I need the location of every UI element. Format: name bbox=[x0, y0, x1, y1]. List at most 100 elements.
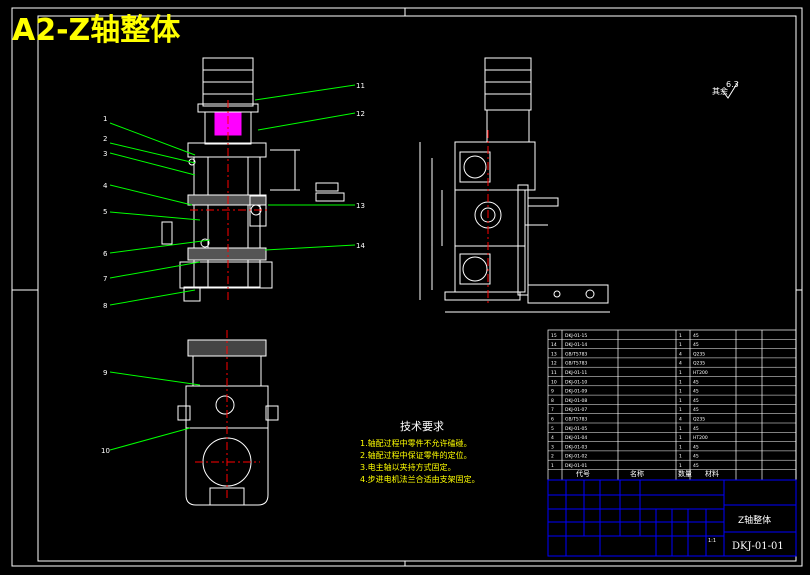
balloon-11: 11 bbox=[356, 82, 365, 90]
bom-cell: 4 bbox=[551, 435, 554, 441]
bom-cell: 1 bbox=[679, 444, 682, 450]
bom-header-material: 材料 bbox=[705, 469, 719, 478]
bom-header: 代号 名称 数量 材料 bbox=[576, 469, 719, 478]
bom-cell: HT200 bbox=[693, 370, 708, 376]
bom-cell: 1 bbox=[679, 435, 682, 441]
roughness-symbol: 其余 6.3 bbox=[712, 80, 739, 99]
balloon-14: 14 bbox=[356, 242, 365, 250]
bom-cell: 6 bbox=[551, 417, 554, 423]
bom-cell: DKJ-01-10 bbox=[565, 379, 587, 385]
bom-cell: 1 bbox=[679, 379, 682, 385]
bom-header-qty: 数量 bbox=[678, 469, 692, 478]
bom-header-code: 代号 bbox=[576, 469, 590, 478]
bom-cell: Q235 bbox=[693, 361, 705, 367]
bom-cell: DKJ-01-02 bbox=[565, 454, 587, 460]
bom-cell: DKJ-01-01 bbox=[565, 463, 587, 469]
bom-cell: 9 bbox=[551, 389, 554, 395]
bom-cell: 45 bbox=[693, 379, 699, 385]
bom-cell: DKJ-01-11 bbox=[565, 370, 587, 376]
titleblock-scale: 1:1 bbox=[708, 538, 716, 544]
bom-cell: DKJ-01-04 bbox=[565, 435, 587, 441]
bom-cell: 1 bbox=[679, 426, 682, 432]
front-section-view bbox=[161, 57, 273, 302]
bom-cell: 14 bbox=[551, 342, 557, 348]
bom-cell: DKJ-01-15 bbox=[565, 333, 587, 339]
bom-cell: 1 bbox=[679, 389, 682, 395]
tech-req-heading: 技术要求 bbox=[400, 420, 444, 433]
balloon-12: 12 bbox=[356, 110, 365, 118]
bom-cell: DKJ-01-08 bbox=[565, 398, 587, 404]
bom-cell: 5 bbox=[551, 426, 554, 432]
bom-cell: 1 bbox=[679, 463, 682, 469]
titleblock-code: DKJ-01-01 bbox=[732, 541, 784, 552]
balloon-5: 5 bbox=[103, 208, 107, 216]
bom-cell: 1 bbox=[679, 370, 682, 376]
balloon-9: 9 bbox=[103, 369, 107, 377]
balloon-4: 4 bbox=[103, 182, 108, 190]
bom-cell: 1 bbox=[679, 407, 682, 413]
bom-cell: 1 bbox=[679, 454, 682, 460]
bom-cell: 45 bbox=[693, 444, 699, 450]
bom-cell: DKJ-01-09 bbox=[565, 389, 587, 395]
side-dimensions bbox=[419, 142, 610, 313]
titleblock-name: Z轴整体 bbox=[738, 514, 771, 526]
bottom-section-view bbox=[177, 339, 279, 506]
bom-cell: 4 bbox=[679, 351, 682, 357]
bom-cell: 4 bbox=[679, 361, 682, 367]
balloon-1: 1 bbox=[103, 115, 107, 123]
inner-frame bbox=[37, 15, 797, 562]
balloon-numbers: 1 2 3 4 5 6 7 8 9 10 11 12 13 14 bbox=[101, 82, 365, 455]
bom-cell: 45 bbox=[693, 389, 699, 395]
title-block bbox=[547, 479, 797, 557]
bom-cell: Q235 bbox=[693, 417, 705, 423]
bom-cell: 45 bbox=[693, 398, 699, 404]
side-view bbox=[444, 57, 609, 304]
balloon-8: 8 bbox=[103, 302, 107, 310]
bom-cell: Q235 bbox=[693, 351, 705, 357]
bom-cell: 3 bbox=[551, 444, 554, 450]
bom-cell: 4 bbox=[679, 417, 682, 423]
drawing-title: A2-Z轴整体 bbox=[12, 13, 181, 48]
bom-cell: 10 bbox=[551, 379, 557, 385]
bom-cell: 45 bbox=[693, 333, 699, 339]
bom-cell: DKJ-01-03 bbox=[565, 444, 587, 450]
bom-cell: 45 bbox=[693, 454, 699, 460]
tech-req-line-3: 3.电主轴以夹持方式固定。 bbox=[360, 462, 456, 472]
tech-req-line-1: 1.轴配过程中零件不允许磕碰。 bbox=[360, 438, 472, 448]
roughness-value: 6.3 bbox=[726, 80, 739, 89]
roughness-label: 其余 bbox=[712, 86, 728, 96]
bom-cell: DKJ-01-05 bbox=[565, 426, 587, 432]
outer-frame bbox=[11, 7, 803, 567]
bom-cell: 8 bbox=[551, 398, 554, 404]
bom-cell: 1 bbox=[551, 463, 554, 469]
front-leaders bbox=[109, 84, 356, 306]
bom-cell: DKJ-01-14 bbox=[565, 342, 587, 348]
bom-cell: GB/T5783 bbox=[565, 417, 587, 423]
front-dimensions bbox=[270, 149, 345, 202]
bom-cell: 45 bbox=[693, 342, 699, 348]
bom-cell: GB/T5783 bbox=[565, 351, 587, 357]
bom-cell: 12 bbox=[551, 361, 557, 367]
bottom-leaders bbox=[109, 371, 201, 451]
tech-req-line-2: 2.轴配过程中保证零件的定位。 bbox=[360, 450, 472, 460]
bom-cell: 2 bbox=[551, 454, 554, 460]
bom-cell: 1 bbox=[679, 398, 682, 404]
bom-cell: GB/T5783 bbox=[565, 361, 587, 367]
balloon-3: 3 bbox=[103, 150, 107, 158]
balloon-6: 6 bbox=[103, 250, 108, 258]
balloon-13: 13 bbox=[356, 202, 365, 210]
bom-cell: 45 bbox=[693, 426, 699, 432]
bom-cell: HT200 bbox=[693, 435, 708, 441]
bom-cell: 45 bbox=[693, 463, 699, 469]
bom-cell: DKJ-01-07 bbox=[565, 407, 587, 413]
bom-header-name: 名称 bbox=[630, 469, 644, 478]
bom-cell: 45 bbox=[693, 407, 699, 413]
bom-cell: 13 bbox=[551, 351, 557, 357]
balloon-7: 7 bbox=[103, 275, 107, 283]
tech-req-line-4: 4.步进电机法兰合适由支架固定。 bbox=[360, 474, 480, 484]
balloon-10: 10 bbox=[101, 447, 110, 455]
bom-cell: 1 bbox=[679, 342, 682, 348]
